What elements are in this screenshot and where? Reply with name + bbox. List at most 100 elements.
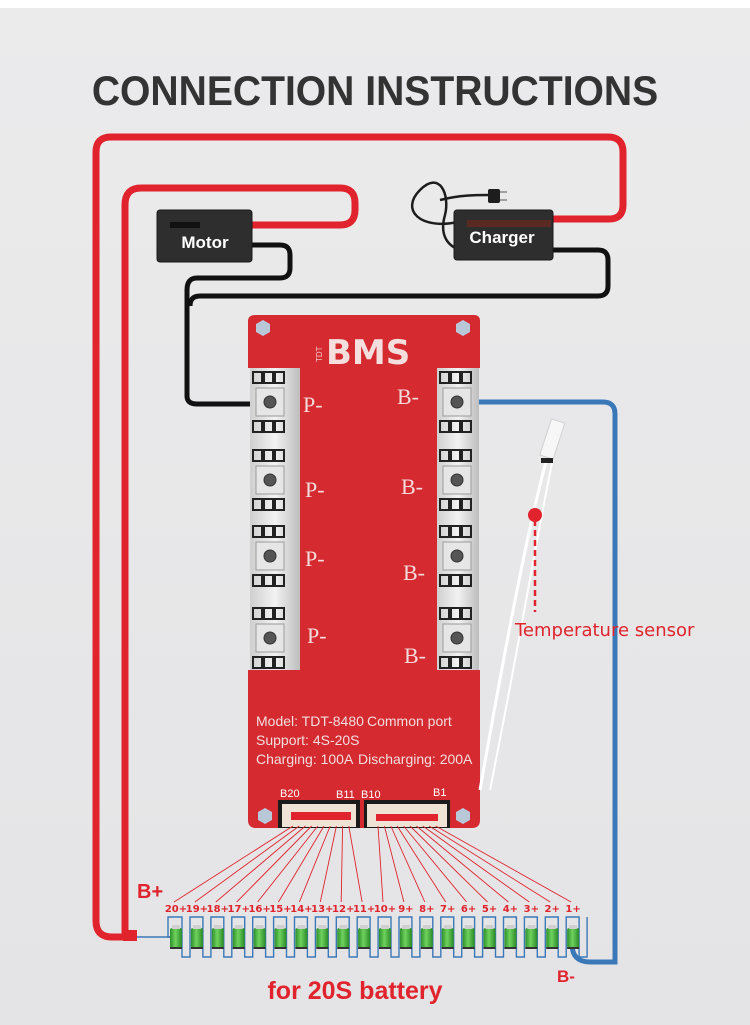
cell-label: 7+ bbox=[440, 904, 455, 915]
terminal-label-b: B- bbox=[401, 474, 423, 499]
balance-lead bbox=[194, 825, 300, 903]
charger-device: Charger bbox=[410, 181, 554, 261]
battery-cell bbox=[525, 925, 538, 949]
bms-board: TDT BMS P- P- P- P- B- B- B- B- Model: T… bbox=[248, 315, 480, 828]
spec-discharging: Discharging: 200A bbox=[358, 751, 473, 767]
cell-label: 17+ bbox=[228, 904, 250, 915]
spec-port: Common port bbox=[367, 713, 452, 729]
cell-label: 20+ bbox=[165, 904, 187, 915]
brand-logo: BMS bbox=[326, 333, 410, 373]
terminal-label-b: B- bbox=[403, 560, 425, 585]
cell-label: 14+ bbox=[290, 904, 312, 915]
battery-cell bbox=[316, 925, 329, 949]
balance-lead bbox=[390, 825, 426, 903]
balance-lead bbox=[173, 825, 294, 903]
balance-lead bbox=[383, 825, 405, 903]
screw-icon bbox=[456, 320, 470, 336]
balance-lead bbox=[396, 825, 447, 903]
battery-cell bbox=[546, 925, 559, 949]
balance-lead bbox=[236, 825, 312, 903]
cell-label: 4+ bbox=[503, 904, 518, 915]
battery-cell bbox=[504, 925, 517, 949]
plug-icon bbox=[488, 189, 507, 203]
cell-label: 6+ bbox=[461, 904, 476, 915]
balance-connector-right bbox=[364, 800, 450, 828]
balance-lead bbox=[416, 825, 509, 903]
charger-negative-wire bbox=[187, 247, 611, 307]
balance-lead bbox=[377, 825, 384, 903]
connector-label-b10: B10 bbox=[361, 789, 381, 801]
temperature-sensor: Temperature sensor bbox=[478, 418, 695, 791]
battery-cell bbox=[567, 925, 580, 949]
battery-cell bbox=[399, 925, 412, 949]
balance-lead bbox=[409, 825, 488, 903]
screw-icon bbox=[456, 808, 470, 824]
connector-label-b20: B20 bbox=[280, 788, 300, 800]
charger-positive-wire bbox=[92, 133, 627, 941]
cell-label: 13+ bbox=[311, 904, 333, 915]
balance-lead bbox=[319, 825, 337, 903]
cell-labels: 20+19+18+17+16+15+14+13+12+11+10+9+8+7+6… bbox=[165, 904, 581, 915]
cell-interconnect bbox=[167, 916, 588, 958]
terminal-nut bbox=[439, 449, 472, 511]
cell-label: 2+ bbox=[545, 904, 560, 915]
screw-icon bbox=[258, 808, 272, 824]
sensor-marker-icon bbox=[528, 508, 542, 522]
motor-device: Motor bbox=[156, 209, 253, 263]
terminal-label-p: P- bbox=[305, 477, 325, 502]
connector-label-b11: B11 bbox=[336, 789, 355, 801]
battery-cell bbox=[274, 925, 287, 949]
balance-lead bbox=[403, 825, 467, 903]
balance-lead bbox=[435, 825, 572, 903]
balance-lead bbox=[215, 825, 306, 903]
cell-label: 5+ bbox=[482, 904, 497, 915]
terminal-nut bbox=[252, 525, 285, 587]
battery-cell bbox=[170, 925, 182, 949]
cell-label: 11+ bbox=[353, 904, 375, 915]
spec-support: Support: 4S-20S bbox=[256, 732, 360, 748]
battery-cell bbox=[462, 925, 475, 949]
battery-cell bbox=[190, 925, 203, 949]
cell-label: 19+ bbox=[186, 904, 208, 915]
balance-lead bbox=[257, 825, 319, 903]
balance-leads bbox=[173, 825, 572, 903]
motor-positive-wire bbox=[121, 184, 359, 937]
battery-cell bbox=[358, 925, 371, 949]
cell-label: 9+ bbox=[398, 904, 413, 915]
spec-charging: Charging: 100A bbox=[256, 751, 354, 767]
cell-label: 1+ bbox=[565, 904, 580, 915]
cell-label: 8+ bbox=[419, 904, 434, 915]
terminal-label-p: P- bbox=[307, 623, 327, 648]
battery-cell bbox=[483, 925, 496, 949]
cell-label: 15+ bbox=[269, 904, 291, 915]
battery-cell bbox=[441, 925, 454, 949]
balance-lead bbox=[278, 825, 325, 903]
brand-prefix: TDT bbox=[315, 346, 324, 362]
battery-positive-label: B+ bbox=[137, 881, 163, 903]
terminal-label-p: P- bbox=[303, 392, 323, 417]
cell-label: 12+ bbox=[332, 904, 354, 915]
terminal-nut bbox=[439, 371, 472, 433]
balance-lead bbox=[340, 825, 344, 903]
terminal-nut bbox=[439, 607, 472, 669]
cell-label: 18+ bbox=[207, 904, 229, 915]
battery-cell bbox=[253, 925, 266, 949]
battery-cell bbox=[420, 925, 433, 949]
battery-negative-wire bbox=[458, 399, 618, 965]
balance-lead bbox=[348, 825, 363, 903]
balance-lead bbox=[298, 825, 331, 903]
screw-icon bbox=[256, 320, 270, 336]
connector-label-b1: B1 bbox=[433, 787, 446, 799]
power-cord bbox=[410, 181, 491, 252]
terminal-nut bbox=[252, 449, 285, 511]
terminal-label-p: P- bbox=[305, 546, 325, 571]
battery-cell bbox=[295, 925, 308, 949]
battery-cell bbox=[232, 925, 245, 949]
mosfet-array bbox=[252, 371, 472, 669]
battery-cell bbox=[337, 925, 350, 949]
page-title: CONNECTION INSTRUCTIONS bbox=[91, 67, 659, 114]
terminal-label-b: B- bbox=[404, 643, 426, 668]
battery-cell bbox=[211, 925, 224, 949]
cell-label: 3+ bbox=[524, 904, 539, 915]
